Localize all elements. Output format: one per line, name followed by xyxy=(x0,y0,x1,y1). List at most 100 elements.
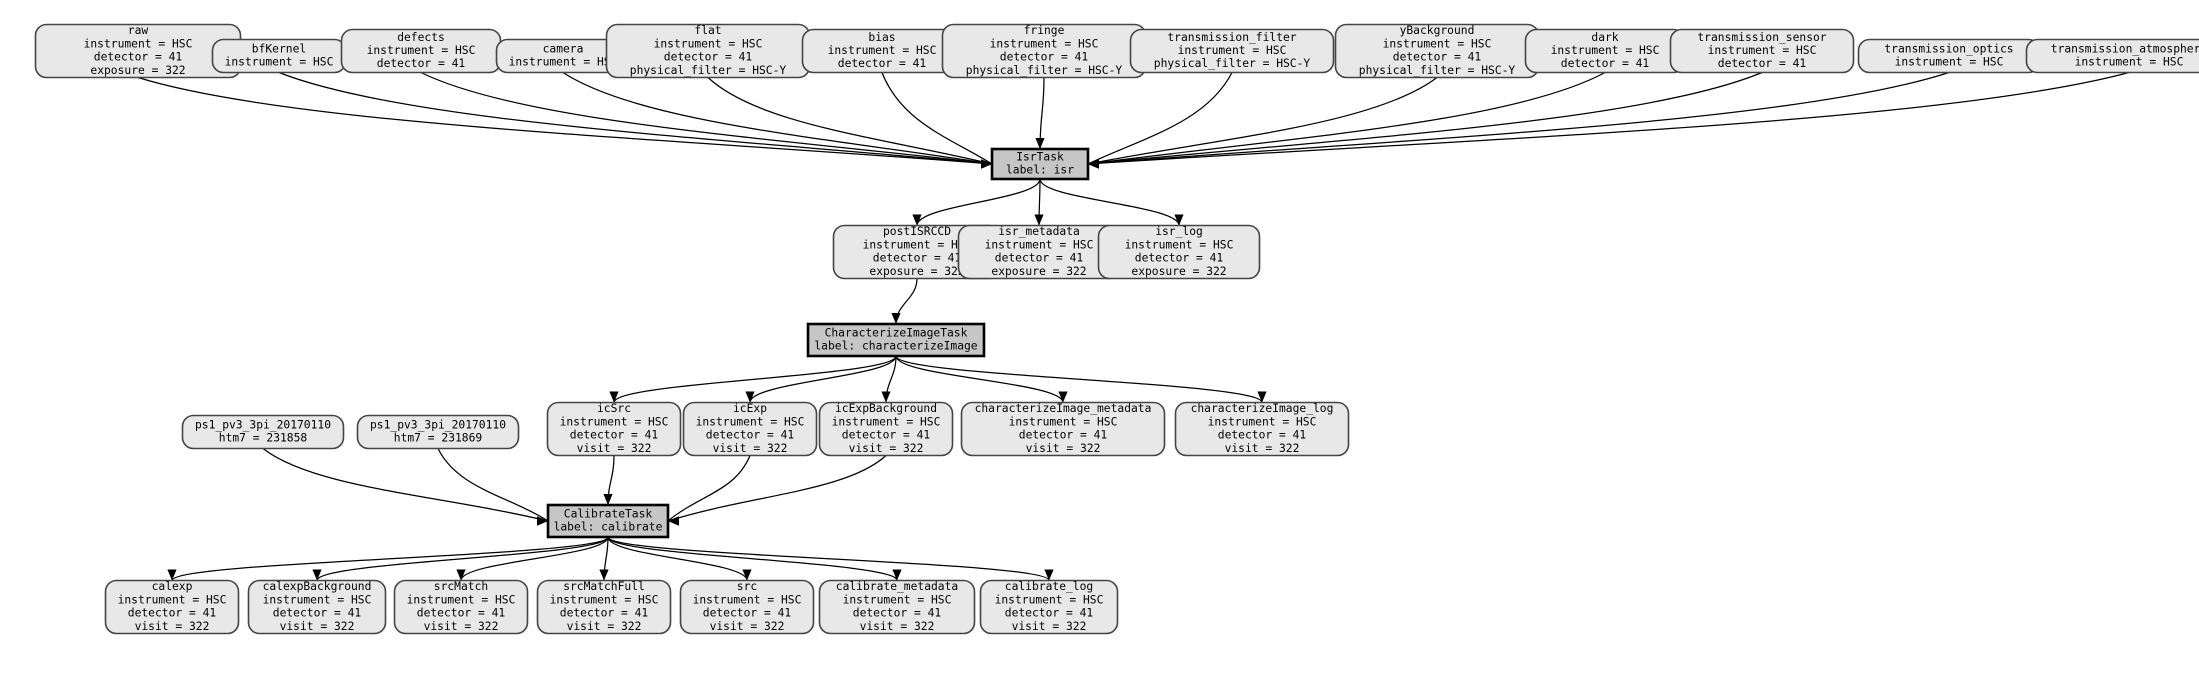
node-dimension: instrument = HSC xyxy=(832,415,941,428)
node-box xyxy=(806,322,986,358)
node-title: transmission_atmosphere xyxy=(2051,42,2199,55)
node-dimension: instrument = HSC xyxy=(1125,238,1234,251)
edge-CalibrateTask-to-calexp xyxy=(171,536,609,582)
node-dimension: detector = 41 xyxy=(1393,51,1482,64)
node-title: fringe xyxy=(1024,24,1065,37)
node-dimension: detector = 41 xyxy=(377,57,466,70)
node-title: camera xyxy=(543,42,584,55)
node-dimension: instrument = HSC xyxy=(1895,56,2004,69)
node-box xyxy=(356,414,520,450)
node-dimension: detector = 41 xyxy=(1000,51,1089,64)
node-dimension: instrument = HSC xyxy=(654,37,763,50)
node-dimension: instrument = HSC xyxy=(560,415,669,428)
node-title: dark xyxy=(1591,31,1618,44)
edge-CharacterizeImageTask-to-characterizeImage_log xyxy=(895,355,1263,404)
node-title: isr_log xyxy=(1155,225,1203,238)
node-title: postISRCCD xyxy=(883,225,951,238)
node-box xyxy=(990,147,1090,181)
edge-arrowhead xyxy=(981,159,992,169)
node-dimension: detector = 41 xyxy=(838,57,927,70)
node-dimension: detector = 41 xyxy=(853,607,942,620)
node-dimension: visit = 322 xyxy=(424,620,499,633)
node-box xyxy=(679,579,815,635)
node-box xyxy=(181,414,345,450)
edge-dark-to-IsrTask xyxy=(1087,71,1606,165)
node-title: transmission_sensor xyxy=(1697,31,1826,44)
node-dimension: instrument = HSC xyxy=(118,593,227,606)
node-box xyxy=(979,579,1119,635)
node-dimension: instrument = HSC xyxy=(843,593,952,606)
node-dimension: instrument = HSC xyxy=(367,44,476,57)
node-dimension: label: characterizeImage xyxy=(814,340,977,353)
node-box xyxy=(1129,28,1335,74)
node-title: isr_metadata xyxy=(998,225,1080,238)
node-dimension: detector = 41 xyxy=(128,607,217,620)
node-title: transmission_filter xyxy=(1167,31,1296,44)
node-dimension: detector = 41 xyxy=(273,607,362,620)
edge-CalibrateTask-to-src xyxy=(607,536,748,581)
node-box xyxy=(393,579,529,635)
node-title: IsrTask xyxy=(1016,150,1064,163)
node-dimension: instrument = HSC xyxy=(1383,37,1492,50)
edge-CharacterizeImageTask-to-characterizeImage_metadata xyxy=(895,355,1064,403)
node-dimension: visit = 322 xyxy=(1026,442,1101,455)
edge-bias-to-IsrTask xyxy=(881,72,993,165)
edge-raw-to-IsrTask xyxy=(137,76,993,165)
node-dimension: detector = 41 xyxy=(706,429,795,442)
node-dimension: detector = 41 xyxy=(842,429,931,442)
edge-arrowhead xyxy=(167,569,177,581)
node-title: characterizeImage_log xyxy=(1191,402,1334,415)
edge-arrowhead xyxy=(881,391,891,403)
edge-camera-to-IsrTask xyxy=(562,71,993,165)
node-title: transmission_optics xyxy=(1884,42,2013,55)
edge-arrowhead xyxy=(668,516,679,526)
edge-icExpBackground-to-CalibrateTask xyxy=(667,455,887,522)
node-dimension: detector = 41 xyxy=(664,51,753,64)
node-dimension: instrument = HSC xyxy=(995,593,1104,606)
node-dimension: instrument = HSC xyxy=(225,56,334,69)
node-title: icExpBackground xyxy=(835,402,937,415)
node-dimension: exposure = 322 xyxy=(869,265,964,278)
edge-arrowhead xyxy=(609,391,619,403)
node-box xyxy=(536,579,672,635)
node-dimension: instrument = HSC xyxy=(693,593,802,606)
node-dimension: detector = 41 xyxy=(1561,57,1650,70)
node-box xyxy=(1174,401,1350,457)
node-title: CharacterizeImageTask xyxy=(825,326,968,339)
node-dimension: visit = 322 xyxy=(710,620,785,633)
node-title: calibrate_log xyxy=(1005,580,1093,593)
edge-CharacterizeImageTask-to-icSrc xyxy=(613,355,897,403)
node-box xyxy=(546,401,682,457)
